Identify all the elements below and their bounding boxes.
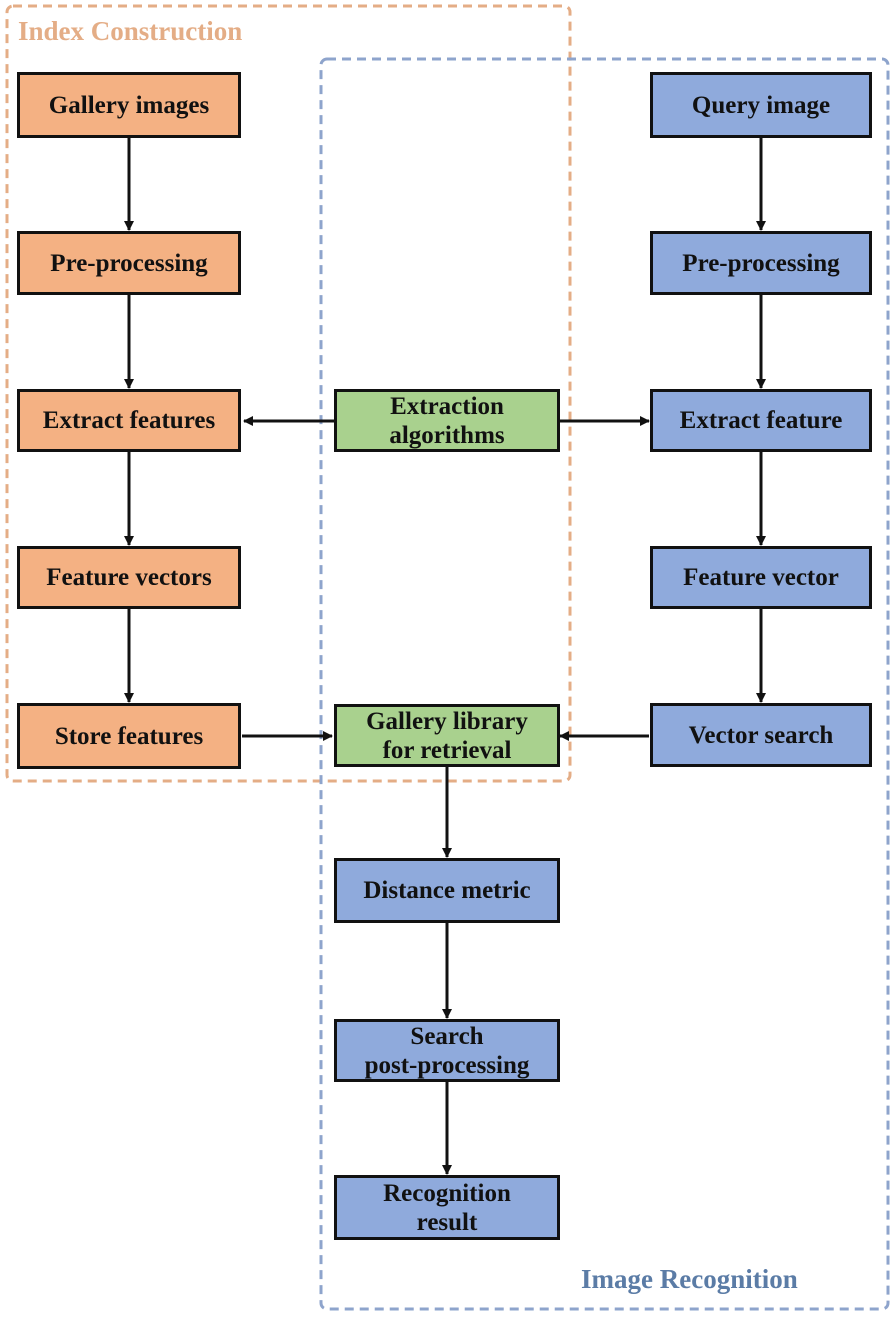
recognition-result-line-1: Recognition bbox=[383, 1179, 511, 1207]
index-construction-group bbox=[5, 4, 572, 783]
gallery-library-node: Gallery library for retrieval bbox=[334, 704, 560, 767]
feature-vector-node: Feature vector bbox=[650, 546, 872, 609]
search-post-processing-line-2: post-processing bbox=[364, 1051, 530, 1079]
pre-processing-left-node: Pre-processing bbox=[17, 231, 241, 295]
gallery-library-line-2: for retrieval bbox=[382, 736, 512, 764]
search-post-processing-line-1: Search bbox=[410, 1022, 484, 1050]
recognition-result-line-2: result bbox=[416, 1208, 478, 1236]
recognition-result-node: Recognition result bbox=[334, 1175, 560, 1240]
pre-processing-right-node: Pre-processing bbox=[650, 231, 872, 295]
index-construction-title: Index Construction bbox=[18, 16, 243, 46]
extraction-algorithms-node: Extraction algorithms bbox=[334, 389, 560, 452]
extract-feature-node: Extract feature bbox=[650, 389, 872, 452]
query-image-node: Query image bbox=[650, 72, 872, 138]
image-recognition-title: Image Recognition bbox=[581, 1264, 798, 1294]
vector-search-node: Vector search bbox=[650, 703, 872, 767]
extraction-algorithms-line-2: algorithms bbox=[389, 421, 505, 449]
feature-vectors-node: Feature vectors bbox=[17, 546, 241, 609]
gallery-images-node: Gallery images bbox=[17, 72, 241, 138]
store-features-node: Store features bbox=[17, 703, 241, 769]
extraction-algorithms-line-1: Extraction bbox=[390, 392, 504, 420]
image-recognition-group bbox=[319, 57, 890, 1311]
search-post-processing-node: Search post-processing bbox=[334, 1019, 560, 1082]
distance-metric-node: Distance metric bbox=[334, 858, 560, 923]
gallery-library-line-1: Gallery library bbox=[366, 707, 528, 735]
extract-features-node: Extract features bbox=[17, 389, 241, 452]
